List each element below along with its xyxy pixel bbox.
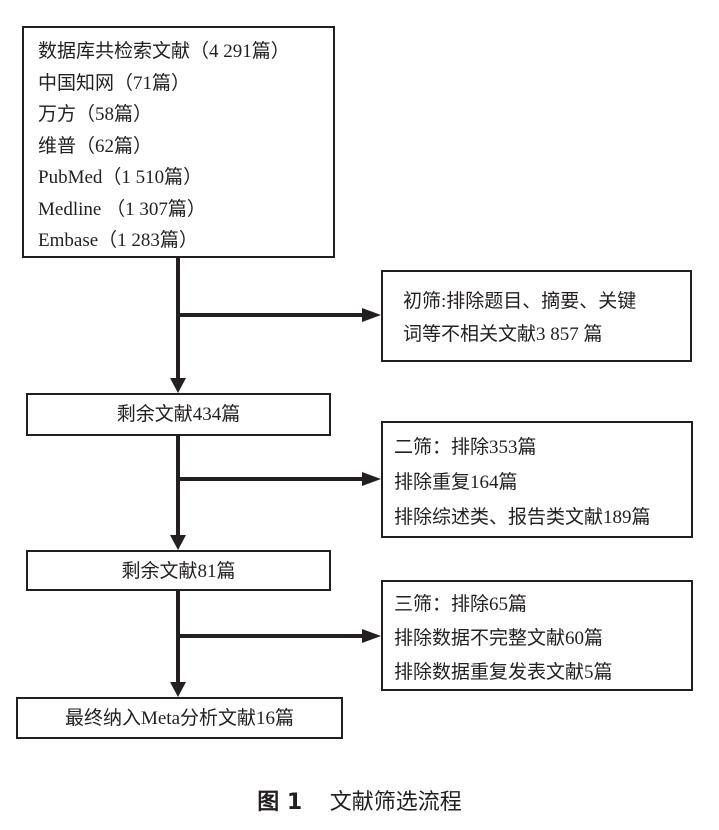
third-screening-box: 三筛：排除65篇 排除数据不完整文献60篇 排除数据重复发表文献5篇 [381, 580, 693, 691]
arrowhead-down-remaining2 [170, 535, 186, 550]
source-embase: Embase（1 283篇） [38, 230, 198, 251]
figure-title: 文献筛选流程 [329, 790, 462, 815]
first-screening-box: 初筛:排除题目、摘要、关键 词等不相关文献3 857 篇 [381, 270, 692, 362]
sources-total: 数据库共检索文献（4 291篇） [38, 41, 290, 62]
source-wanfang: 万方（58篇） [38, 104, 153, 125]
second-screening-line-3: 排除综述类、报告类文献189篇 [394, 507, 651, 528]
arrowhead-right-screen1 [362, 308, 381, 322]
final-included-box: 最终纳入Meta分析文献16篇 [16, 697, 343, 739]
second-screening-line-1: 二筛：排除353篇 [394, 437, 537, 458]
source-medline: Medline （1 307篇） [38, 198, 206, 220]
third-screening-line-3: 排除数据重复发表文献5篇 [394, 662, 613, 683]
source-pubmed: PubMed（1 510篇） [38, 167, 203, 188]
figure-caption: 图 1 文献筛选流程 [0, 784, 719, 816]
first-screening-line-2: 词等不相关文献3 857 篇 [403, 324, 603, 345]
arrowhead-down-remaining1 [170, 378, 186, 393]
second-screening-line-2: 排除重复164篇 [394, 472, 518, 493]
remaining-after-second-screening-box: 剩余文献81篇 [26, 550, 331, 591]
remaining-after-first-screening-box: 剩余文献434篇 [26, 393, 331, 436]
third-screening-line-2: 排除数据不完整文献60篇 [394, 628, 604, 649]
arrowhead-down-final [170, 682, 186, 697]
remaining-after-second-screening-label: 剩余文献81篇 [121, 561, 236, 582]
arrowhead-right-screen3 [362, 629, 381, 643]
sources-box: 数据库共检索文献（4 291篇） 中国知网（71篇） 万方（58篇） 维普（62… [22, 26, 335, 258]
figure-number: 图 1 [257, 790, 303, 815]
source-vip: 维普（62篇） [38, 135, 153, 157]
first-screening-line-1: 初筛:排除题目、摘要、关键 [403, 291, 637, 312]
source-cnki: 中国知网（71篇） [38, 72, 191, 94]
third-screening-line-1: 三筛：排除65篇 [394, 594, 528, 615]
final-included-label: 最终纳入Meta分析文献16篇 [64, 708, 295, 729]
arrowhead-right-screen2 [362, 472, 381, 486]
second-screening-box: 二筛：排除353篇 排除重复164篇 排除综述类、报告类文献189篇 [381, 421, 693, 538]
remaining-after-first-screening-label: 剩余文献434篇 [116, 404, 241, 425]
